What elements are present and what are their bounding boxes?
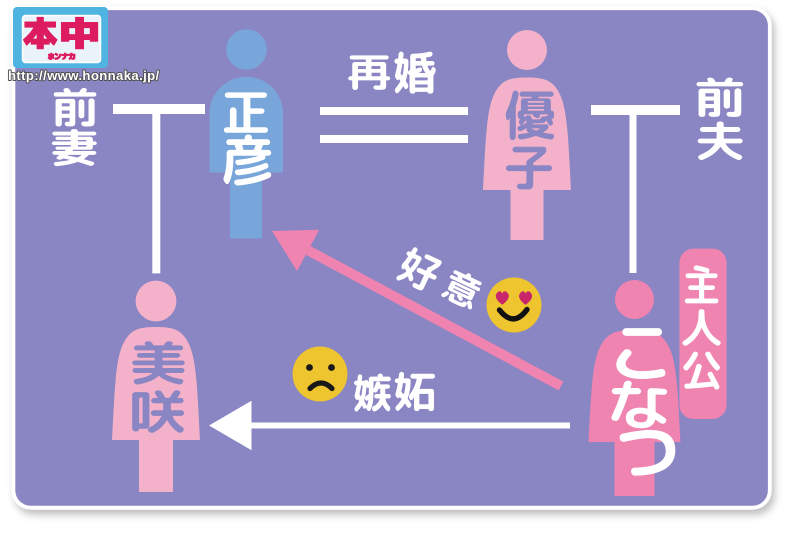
svg-text:http://www.honnaka.jp/: http://www.honnaka.jp/ — [8, 68, 160, 83]
